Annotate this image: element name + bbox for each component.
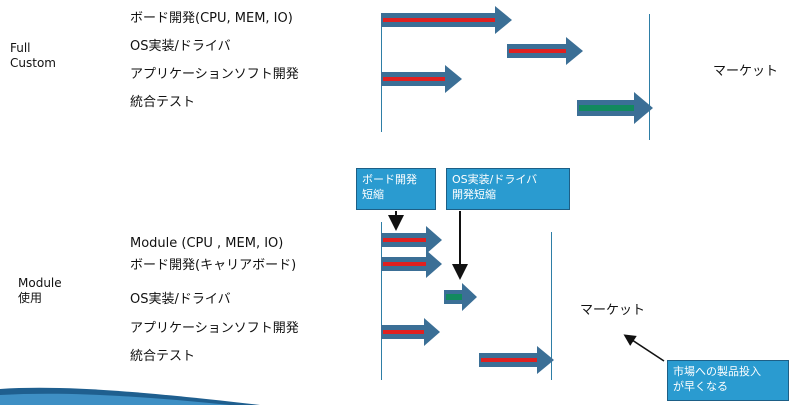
bottom-row-carrier-board: ボード開発(キャリアボード)	[130, 258, 297, 273]
callout-market-earlier: 市場への製品投入 が早くなる	[667, 360, 789, 401]
bottom-market-line	[551, 232, 552, 380]
callout-os-dev-shortened: OS実装/ドライバ 開発短縮	[446, 168, 570, 210]
top-arrow-app-dev	[381, 65, 462, 93]
top-market-label: マーケット	[713, 64, 779, 79]
top-arrow-os-driver	[507, 37, 583, 65]
bottom-row-os-driver: OS実装/ドライバ	[130, 292, 231, 307]
bottom-arrow-app-dev	[381, 318, 440, 346]
decorative-swoosh	[0, 387, 260, 405]
full-custom-label-line2: Custom	[10, 56, 56, 70]
top-market-line	[649, 14, 650, 140]
pointer-market-earlier	[623, 334, 665, 362]
bottom-arrow-integration-test	[479, 346, 554, 374]
callout-os-line2: 開発短縮	[452, 188, 496, 201]
bottom-start-line	[381, 222, 382, 380]
bottom-row-module: Module (CPU , MEM, IO)	[130, 236, 284, 251]
top-row-integration-test: 統合テスト	[130, 95, 196, 110]
top-row-board-dev: ボード開発(CPU, MEM, IO)	[130, 11, 293, 26]
callout-market-line2: が早くなる	[673, 380, 728, 393]
callout-os-line1: OS実装/ドライバ	[452, 173, 538, 186]
bottom-row-integration-test: 統合テスト	[130, 349, 196, 364]
bottom-arrow-os-driver	[444, 283, 477, 311]
top-arrow-integration-test	[577, 92, 653, 124]
bottom-arrow-module	[381, 226, 442, 254]
module-use-label-line1: Module	[18, 276, 62, 290]
callout-board-dev-line2: 短縮	[362, 188, 384, 201]
module-use-label-line2: 使用	[18, 291, 43, 305]
bottom-market-label: マーケット	[580, 303, 646, 318]
bottom-arrow-carrier-board	[381, 250, 442, 278]
top-arrow-board-dev	[381, 6, 512, 34]
callout-board-dev-shortened: ボード開発 短縮	[356, 168, 436, 210]
callout-board-dev-line1: ボード開発	[362, 173, 417, 186]
full-custom-label: Full Custom	[10, 41, 56, 71]
full-custom-label-line1: Full	[10, 41, 31, 55]
callout-market-line1: 市場への製品投入	[673, 365, 761, 378]
top-row-os-driver: OS実装/ドライバ	[130, 39, 231, 54]
top-row-app-dev: アプリケーションソフト開発	[130, 67, 299, 82]
module-use-label: Module 使用	[18, 276, 62, 306]
bottom-row-app-dev: アプリケーションソフト開発	[130, 321, 299, 336]
